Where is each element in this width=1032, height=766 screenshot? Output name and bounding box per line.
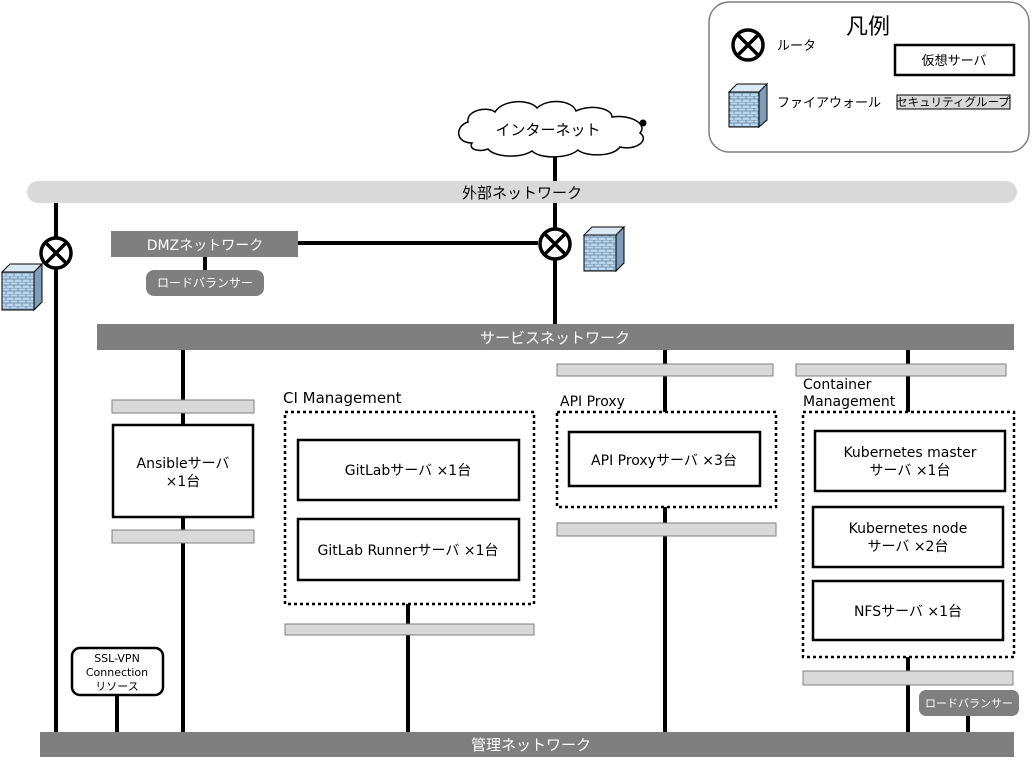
security-group-bar xyxy=(556,522,777,537)
gitlab-runner-server xyxy=(296,517,521,582)
ansible-server xyxy=(111,423,255,519)
nfs-server xyxy=(811,579,1005,642)
dmz-network-label: DMZネットワーク xyxy=(147,238,263,254)
security-group-bar xyxy=(802,670,1014,686)
router-icon xyxy=(538,227,572,261)
management-load-balancer-label: ロードバランサー xyxy=(925,697,1013,710)
internet-label: インターネット xyxy=(495,121,600,139)
ci-management-title: CI Management xyxy=(283,389,402,407)
dmz-load-balancer-label: ロードバランサー xyxy=(157,276,253,290)
legend-title: 凡例 xyxy=(846,15,890,40)
kubernetes-master-count: サーバ ×1台 xyxy=(870,463,951,479)
ssl-vpn-label-3: リソース xyxy=(95,680,138,693)
legend-firewall-icon xyxy=(727,82,769,129)
security-group-bar xyxy=(284,623,535,636)
management-load-balancer xyxy=(919,690,1019,716)
external-network-label: 外部ネットワーク xyxy=(462,184,582,202)
ansible-server-label: Ansibleサーバ xyxy=(137,456,230,472)
service-network-label: サービスネットワーク xyxy=(480,329,630,347)
security-group-bar xyxy=(111,399,255,414)
api-proxy-server xyxy=(567,430,762,488)
management-network-bar xyxy=(40,732,1014,757)
legend-virtual-server-label: 仮想サーバ xyxy=(922,53,987,69)
api-proxy-title: API Proxy xyxy=(560,394,625,410)
security-group-bar xyxy=(795,363,1007,377)
kubernetes-master-label: Kubernetes master xyxy=(843,445,976,461)
ssl-vpn-label-1: SSL-VPN xyxy=(94,652,140,665)
connection-lines xyxy=(54,150,970,732)
api-proxy-group xyxy=(555,410,778,509)
legend: 凡例 ルータ ファイアウォール 仮想サーバ セキュリティグループ xyxy=(708,1,1030,153)
legend-firewall-label: ファイアウォール xyxy=(777,96,881,111)
kubernetes-master-server xyxy=(813,429,1007,493)
firewall-icon xyxy=(0,262,44,312)
ansible-server-count: ×1台 xyxy=(166,474,201,490)
kubernetes-node-server xyxy=(811,505,1005,569)
nfs-server-label: NFSサーバ ×1台 xyxy=(854,604,962,620)
internet-cloud: インターネット xyxy=(458,100,647,158)
legend-security-group-label: セキュリティグループ xyxy=(896,95,1010,109)
management-network-label: 管理ネットワーク xyxy=(471,736,591,754)
legend-security-group-box xyxy=(896,94,1011,110)
api-proxy-server-label: API Proxyサーバ ×3台 xyxy=(591,453,737,469)
ssl-vpn-resource xyxy=(70,646,165,697)
gitlab-runner-server-label: GitLab Runnerサーバ ×1台 xyxy=(318,543,499,559)
legend-router-label: ルータ xyxy=(777,39,816,54)
router-icon xyxy=(39,236,73,270)
security-groups xyxy=(111,363,1014,686)
container-management-title: Container xyxy=(803,377,872,393)
container-management-title-2: Management xyxy=(803,394,896,410)
firewall-icon xyxy=(582,225,626,273)
kubernetes-node-count: サーバ ×2台 xyxy=(868,539,949,555)
security-group-bar xyxy=(556,363,774,377)
legend-router-icon xyxy=(731,28,765,62)
ci-management-group xyxy=(283,410,536,606)
dmz-load-balancer xyxy=(146,270,264,296)
kubernetes-node-label: Kubernetes node xyxy=(849,521,968,537)
service-network-bar xyxy=(97,324,1014,350)
gitlab-server-label: GitLabサーバ ×1台 xyxy=(345,463,471,479)
gitlab-server xyxy=(296,438,521,502)
legend-virtual-server-box xyxy=(893,43,1016,77)
security-group-bar xyxy=(111,529,255,544)
external-network-bar xyxy=(27,181,1017,203)
dmz-network-bar xyxy=(111,231,298,257)
ssl-vpn-label-2: Connection xyxy=(86,666,148,679)
